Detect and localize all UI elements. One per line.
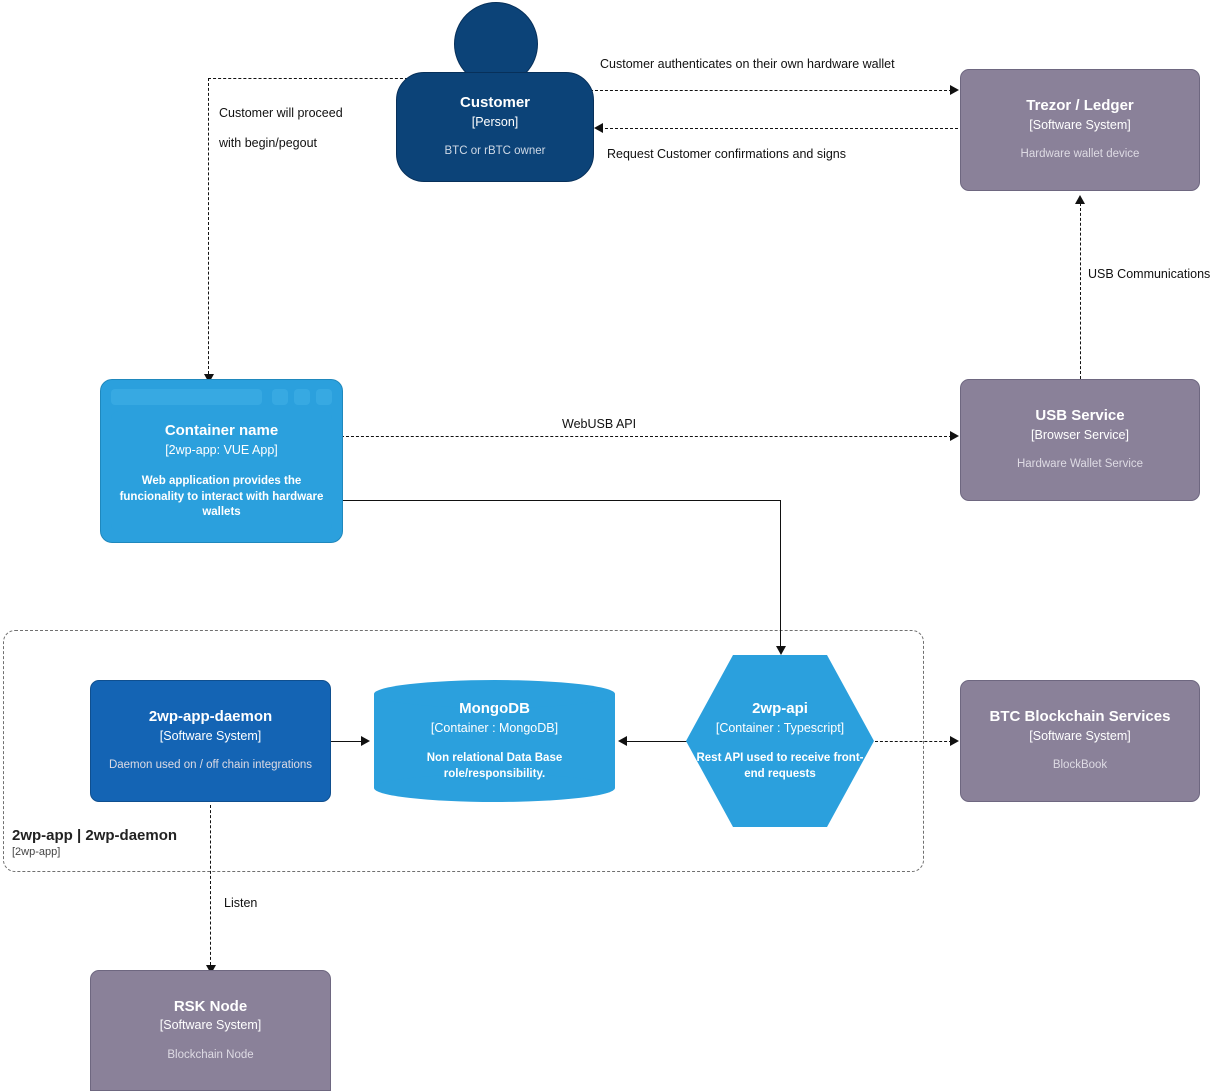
browser-titlebar-strip xyxy=(111,389,262,405)
mongodb-tech: [Container : MongoDB] xyxy=(430,720,559,735)
mongodb-desc: Non relational Data Base role/responsibi… xyxy=(426,751,563,780)
customer-desc: BTC or rBTC owner xyxy=(444,145,546,158)
mongodb-cylinder-body xyxy=(374,694,615,788)
boundary-tech: [2wp-app] xyxy=(12,846,61,858)
edge-trezor-to-customer-arrowhead xyxy=(594,123,603,133)
trezor-ledger-tech: [Software System] xyxy=(1029,117,1131,132)
boundary-label: 2wp-app | 2wp-daemon [2wp-app] xyxy=(12,827,177,858)
trezor-ledger-title: Trezor / Ledger xyxy=(1026,97,1134,115)
node-btc-blockchain-services[interactable]: BTC Blockchain Services [Software System… xyxy=(960,680,1200,802)
mongodb-cylinder-bottom xyxy=(374,774,615,802)
container-name-desc: Web application provides the funcionalit… xyxy=(119,475,324,519)
boundary-2wp-app xyxy=(3,630,924,872)
btc-services-desc: BlockBook xyxy=(1052,759,1108,772)
mongodb-cylinder-top xyxy=(374,680,615,708)
edge-customer-to-container-vertical xyxy=(208,78,209,374)
usb-service-desc: Hardware Wallet Service xyxy=(1016,458,1144,471)
edge-container-to-api-horizontal xyxy=(341,500,781,501)
edge-label-customer-proceed-1: Customer will proceed xyxy=(219,106,343,120)
edge-label-customer-proceed-2: with begin/pegout xyxy=(219,136,317,150)
api-desc: Rest API used to receive front-end reque… xyxy=(696,751,864,780)
edge-trezor-to-customer xyxy=(600,128,958,129)
container-name-tech: [2wp-app: VUE App] xyxy=(165,442,278,457)
edge-customer-to-trezor xyxy=(590,90,952,91)
edge-daemon-to-rsknode-arrowhead xyxy=(206,965,216,974)
edge-api-to-mongodb-arrowhead xyxy=(618,736,627,746)
daemon-desc: Daemon used on / off chain integrations xyxy=(108,759,313,772)
edge-daemon-to-rsknode xyxy=(210,805,211,965)
rsk-node-desc: Blockchain Node xyxy=(167,1048,254,1061)
edge-daemon-to-mongodb-arrowhead xyxy=(361,736,370,746)
boundary-name: 2wp-app | 2wp-daemon xyxy=(12,827,178,844)
mongodb-title: MongoDB xyxy=(459,699,530,717)
browser-window-dot-2 xyxy=(294,389,310,405)
customer-tech: [Person] xyxy=(471,114,519,129)
edge-label-usb-communications: USB Communications xyxy=(1088,267,1211,281)
edge-container-to-api-vertical xyxy=(780,500,781,646)
edge-container-to-api-arrowhead xyxy=(776,646,786,655)
trezor-ledger-desc: Hardware wallet device xyxy=(1020,148,1140,161)
edge-label-webusb-api: WebUSB API xyxy=(562,417,637,431)
mongodb-label: MongoDB [Container : MongoDB] Non relati… xyxy=(374,680,615,802)
browser-window-dot-3 xyxy=(316,389,332,405)
edge-label-request-confirmations: Request Customer confirmations and signs xyxy=(607,147,847,161)
edge-container-to-usbservice xyxy=(341,436,952,437)
edge-customer-to-container-top xyxy=(208,78,408,79)
api-title: 2wp-api xyxy=(752,699,808,717)
edge-api-to-btc-services-arrowhead xyxy=(950,736,959,746)
edge-daemon-to-mongodb xyxy=(331,741,364,742)
edge-usbservice-to-trezor-arrowhead xyxy=(1075,195,1085,204)
node-container-name[interactable]: Container name [2wp-app: VUE App] Web ap… xyxy=(100,379,343,543)
rsk-node-title: RSK Node xyxy=(173,997,248,1015)
edge-container-to-usbservice-arrowhead xyxy=(950,431,959,441)
browser-window-dot-1 xyxy=(272,389,288,405)
api-tech: [Container : Typescript] xyxy=(715,720,845,735)
customer-title: Customer xyxy=(459,94,530,112)
edge-customer-to-trezor-arrowhead xyxy=(950,85,959,95)
daemon-title: 2wp-app-daemon xyxy=(148,708,273,726)
edge-customer-to-container-arrowhead xyxy=(204,374,214,383)
node-mongodb[interactable]: MongoDB [Container : MongoDB] Non relati… xyxy=(374,680,615,802)
usb-service-tech: [Browser Service] xyxy=(1031,427,1129,442)
btc-services-tech: [Software System] xyxy=(1029,728,1131,743)
container-name-title: Container name xyxy=(164,422,279,440)
browser-titlebar xyxy=(111,389,332,405)
edge-label-listen: Listen xyxy=(224,896,258,910)
usb-service-title: USB Service xyxy=(1035,407,1125,425)
node-customer[interactable]: Customer [Person] BTC or rBTC owner xyxy=(396,2,594,182)
edge-usbservice-to-trezor xyxy=(1080,203,1081,379)
customer-body: Customer [Person] BTC or rBTC owner xyxy=(396,72,594,182)
edge-api-to-mongodb xyxy=(625,741,720,742)
node-rsk-node[interactable]: RSK Node [Software System] Blockchain No… xyxy=(90,970,331,1091)
node-trezor-ledger[interactable]: Trezor / Ledger [Software System] Hardwa… xyxy=(960,69,1200,191)
btc-services-title: BTC Blockchain Services xyxy=(989,708,1171,726)
rsk-node-tech: [Software System] xyxy=(159,1018,262,1033)
edge-api-to-btc-services xyxy=(875,741,952,742)
node-2wp-app-daemon[interactable]: 2wp-app-daemon [Software System] Daemon … xyxy=(90,680,331,802)
daemon-tech: [Software System] xyxy=(159,728,262,743)
node-usb-service[interactable]: USB Service [Browser Service] Hardware W… xyxy=(960,379,1200,501)
edge-label-customer-authenticates: Customer authenticates on their own hard… xyxy=(600,57,895,71)
browser-content: Container name [2wp-app: VUE App] Web ap… xyxy=(111,411,332,532)
